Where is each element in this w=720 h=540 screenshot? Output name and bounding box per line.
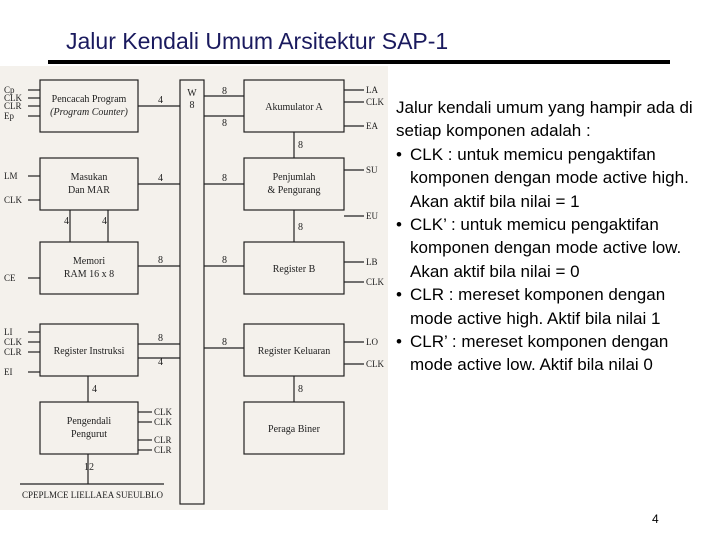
bit-width: 8: [158, 255, 163, 266]
bit-width: 8: [222, 255, 227, 266]
signal-label: CLK: [4, 337, 23, 347]
signal-label: Ep: [4, 111, 14, 121]
alu-block: [243, 157, 345, 211]
signal-label: CLR: [4, 347, 22, 357]
ctrl-input-label: CLK: [154, 417, 173, 427]
pc-label-2: (Program Counter): [50, 107, 128, 118]
list-item: • CLK : untuk memicu pengaktifan komponen…: [396, 143, 696, 213]
bit-width: 12: [84, 462, 94, 473]
bit-width: 4: [102, 216, 107, 227]
bus-label-width: 8: [190, 100, 195, 111]
bit-width: 8: [298, 222, 303, 233]
bit-width: 8: [298, 140, 303, 151]
bus-label-w: W: [187, 88, 197, 99]
ram-block: [39, 241, 139, 295]
diagram-svg: Cp CLK CLR Ep LM CLK CE LI CLK CLR EI LA…: [4, 79, 385, 505]
bit-width: 8: [298, 384, 303, 395]
pc-block: [39, 79, 139, 133]
bit-width: 8: [222, 173, 227, 184]
sap1-block-diagram: Cp CLK CLR Ep LM CLK CE LI CLK CLR EI LA…: [0, 66, 388, 510]
slide-title: Jalur Kendali Umum Arsitektur SAP-1: [66, 28, 449, 54]
list-item-text: CLK’ : untuk memicu pengaktifan komponen…: [410, 215, 682, 281]
signal-label: SU: [366, 165, 378, 175]
bit-width: 4: [158, 357, 163, 368]
w-bus: [179, 79, 205, 505]
title-underline: [48, 60, 670, 64]
signal-label: CLK: [366, 97, 385, 107]
bit-width: 4: [158, 173, 163, 184]
bit-width: 8: [158, 333, 163, 344]
list-item-text: CLR’ : mereset komponen dengan mode acti…: [410, 332, 669, 375]
ram-label-2: RAM 16 x 8: [64, 269, 114, 280]
bit-width: 8: [222, 86, 227, 97]
bit-width: 4: [64, 216, 69, 227]
display-label: Peraga Biner: [268, 424, 321, 435]
bullet-icon: •: [396, 144, 402, 164]
signal-label: CLR: [4, 101, 22, 111]
bit-width: 4: [92, 384, 97, 395]
signal-label: LO: [366, 337, 378, 347]
ctrl-input-label: CLR: [154, 445, 172, 455]
ctrl-input-label: CLR: [154, 435, 172, 445]
intro-text: Jalur kendali umum yang hampir ada di se…: [396, 98, 693, 141]
page-number: 4: [652, 512, 659, 526]
list-item: • CLR : mereset komponen dengan mode acti…: [396, 283, 696, 330]
alu-label-2: & Pengurang: [267, 185, 320, 196]
bit-width: 8: [222, 118, 227, 129]
signal-label: EI: [4, 367, 13, 377]
signal-label: LB: [366, 257, 378, 267]
signal-label: LA: [366, 85, 378, 95]
ram-label-1: Memori: [73, 256, 105, 267]
ctrl-label-1: Pengendali: [67, 416, 112, 427]
signal-label: Cp: [4, 85, 15, 95]
list-item: • CLK’ : untuk memicu pengaktifan kompone…: [396, 213, 696, 283]
ctrl-block: [39, 401, 139, 455]
signal-label: CLK: [366, 277, 385, 287]
regb-label: Register B: [273, 264, 316, 275]
control-word-label: CPEPLMCE LIELLAEA SUEULBLO: [22, 490, 163, 500]
signal-label: EA: [366, 121, 378, 131]
bit-width: 8: [222, 337, 227, 348]
bullet-icon: •: [396, 332, 402, 352]
alu-label-1: Penjumlah: [273, 172, 316, 183]
list-item-text: CLK : untuk memicu pengaktifan komponen …: [410, 144, 689, 211]
bullet-list: • CLK : untuk memicu pengaktifan komponen…: [396, 143, 696, 377]
signal-label: CLK: [4, 195, 23, 205]
bullet-icon: •: [396, 215, 402, 235]
acc-label: Akumulator A: [265, 102, 323, 113]
ir-block: [39, 323, 139, 377]
content-text: Jalur kendali umum yang hampir ada di se…: [396, 96, 696, 377]
bullet-icon: •: [396, 285, 402, 305]
list-item-text: CLR : mereset komponen dengan mode activ…: [410, 285, 666, 328]
list-item: • CLR’ : mereset komponen dengan mode act…: [396, 330, 696, 377]
signal-label: LM: [4, 171, 18, 181]
signal-label: CE: [4, 273, 16, 283]
mar-label-2: Dan MAR: [68, 185, 110, 196]
signal-label: LI: [4, 327, 13, 337]
ctrl-input-label: CLK: [154, 407, 173, 417]
bit-width: 4: [158, 95, 163, 106]
pc-label-1: Pencacah Program: [52, 94, 127, 105]
ctrl-label-2: Pengurut: [71, 429, 107, 440]
out-label: Register Keluaran: [258, 346, 330, 357]
ir-label: Register Instruksi: [54, 346, 125, 357]
signal-label: CLK: [4, 93, 23, 103]
signal-label: CLK: [366, 359, 385, 369]
mar-block: [39, 157, 139, 211]
mar-label-1: Masukan: [71, 172, 108, 183]
signal-label: EU: [366, 211, 378, 221]
